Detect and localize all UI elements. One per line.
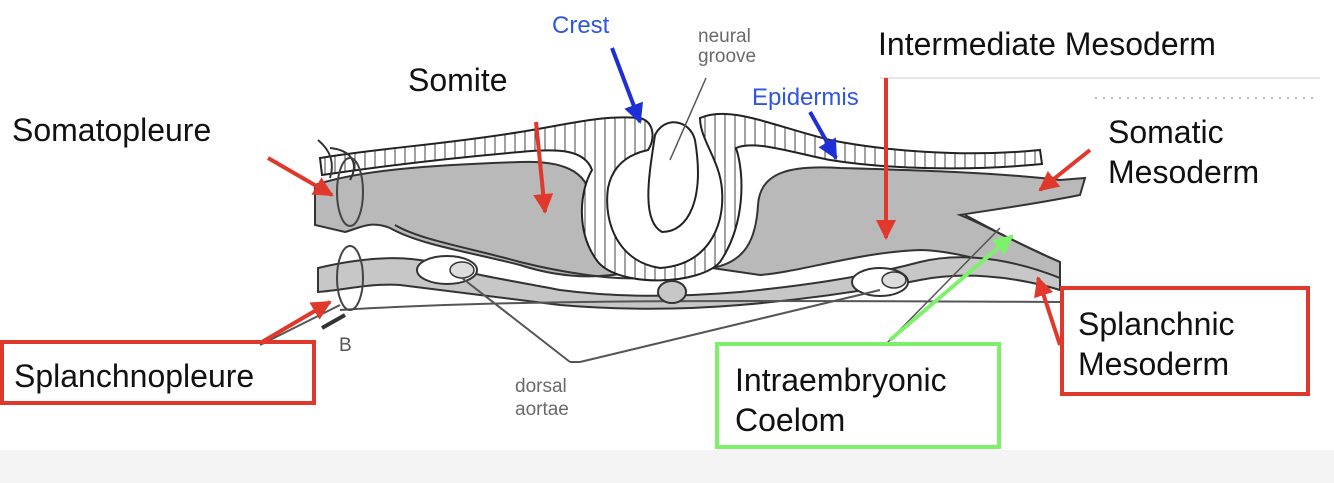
arrow-intraembryonic-coelom (888, 234, 1014, 342)
arrow-crest (610, 47, 643, 124)
arrow-somatopleure (266, 156, 334, 197)
splanchnic-mesoderm-box: Splanchnic Mesoderm (1060, 286, 1310, 396)
arrow-splanchnic-mesoderm (1034, 276, 1062, 346)
dorsal-aortae-pointer-right (579, 289, 881, 363)
label-somatopleure: Somatopleure (12, 112, 212, 148)
label-somite: Somite (408, 62, 508, 98)
arrow-somatic-mesoderm (1038, 148, 1092, 192)
label-intraembryonic-coelom: Intraembryonic Coelom (735, 362, 947, 438)
arrow-somite (533, 121, 554, 214)
label-somatic-mesoderm: Somatic Mesoderm (1108, 114, 1260, 190)
epidermis-band (318, 112, 1044, 282)
splanchnopleure-layer (317, 256, 1061, 311)
arrow-splanchnopleure (260, 300, 332, 344)
dorsal-aortae-pointer-left (461, 277, 571, 363)
label-intermediate-mesoderm: Intermediate Mesoderm (878, 26, 1216, 62)
splanchnopleure-box: Splanchnopleure (0, 340, 316, 405)
label-crest: Crest (552, 12, 610, 39)
label-dorsal-aortae: dorsal aortae (515, 376, 569, 420)
label-epidermis: Epidermis (752, 84, 859, 111)
bottom-strip (0, 450, 1334, 483)
dorsal-aorta-right (851, 267, 909, 297)
arrow-epidermis (808, 111, 838, 160)
label-neural-groove: neural groove (698, 26, 757, 67)
label-figure-letter: B (339, 335, 352, 356)
intraembryonic-coelom-box: Intraembryonic Coelom (715, 342, 1001, 449)
label-splanchnopleure: Splanchnopleure (14, 358, 255, 394)
neural-groove-pointer (669, 77, 707, 161)
label-splanchnic-mesoderm: Splanchnic Mesoderm (1078, 306, 1235, 382)
notochord (657, 280, 687, 304)
dorsal-aorta-left (416, 255, 478, 285)
mesoderm-right (711, 166, 1087, 282)
